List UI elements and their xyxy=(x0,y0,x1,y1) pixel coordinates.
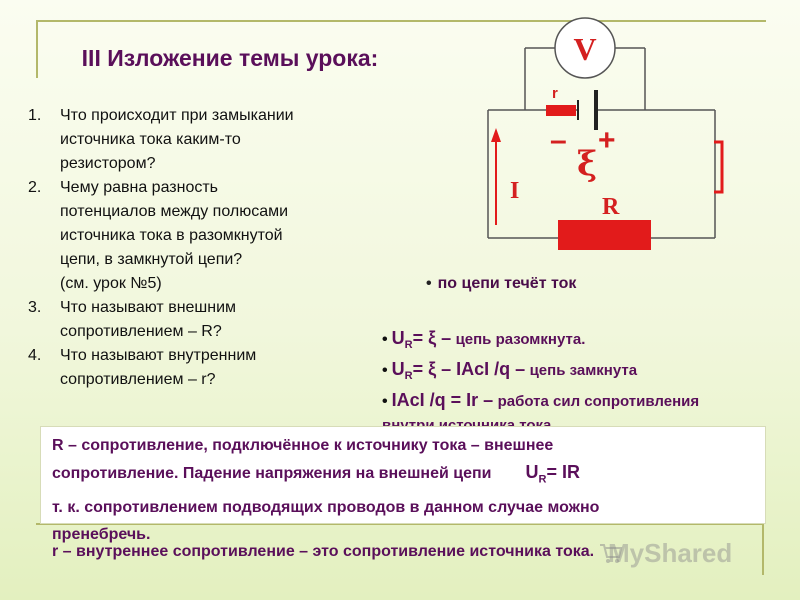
question-item: 2.Чему равна разность потенциалов между … xyxy=(28,179,289,292)
definition-text: R – сопротивление, подключённое к источн… xyxy=(52,437,600,543)
frame-line-top xyxy=(36,20,766,22)
voltmeter-circle xyxy=(554,17,616,79)
formula-closed-circuit: •UR= ξ – IAcI /q – цепь замкнута xyxy=(382,359,638,383)
question-item: 3.Что называют внешним сопротивлением – … xyxy=(28,299,237,340)
footer-definition: r – внутреннее сопротивление – это сопро… xyxy=(52,543,595,560)
current-arrow-head xyxy=(491,128,501,142)
internal-resistor-label: r xyxy=(552,85,558,102)
current-label: I xyxy=(510,178,519,204)
formula-internal-work: •IAcI /q = Ir – работа сил сопротивления xyxy=(382,390,700,411)
question-item: 1.Что происходит при замыкании источника… xyxy=(28,107,294,172)
section-bracket xyxy=(714,140,724,194)
minus-sign: – xyxy=(550,124,567,157)
emf-symbol: ξ xyxy=(577,144,597,184)
definition-box xyxy=(40,426,766,524)
watermark-logo: MyShared xyxy=(608,538,733,568)
plus-sign: + xyxy=(598,124,616,157)
circuit-diagram: V r – + ξ I R xyxy=(487,17,724,250)
internal-resistor xyxy=(546,105,576,116)
formula-open-circuit: •UR= ξ – цепь разомкнута. xyxy=(382,328,586,352)
resistor-label: R xyxy=(602,194,620,220)
questions-list: 1.Что происходит при замыкании источника… xyxy=(28,104,408,392)
frame-line-left xyxy=(36,20,38,78)
external-resistor xyxy=(558,220,651,250)
frame-line-bottom-right xyxy=(762,523,764,575)
frame-line-bottom xyxy=(36,523,764,525)
cart-icon xyxy=(600,544,623,563)
current-note: •по цепи течёт ток xyxy=(426,275,577,292)
question-item: 4.Что называют внутренним сопротивлением… xyxy=(28,347,257,388)
voltmeter-label: V xyxy=(573,31,596,67)
slide-title: III Изложение темы урока: xyxy=(81,45,379,71)
formulas-list: •UR= ξ – цепь разомкнута. •UR= ξ – IAcI … xyxy=(382,326,800,438)
